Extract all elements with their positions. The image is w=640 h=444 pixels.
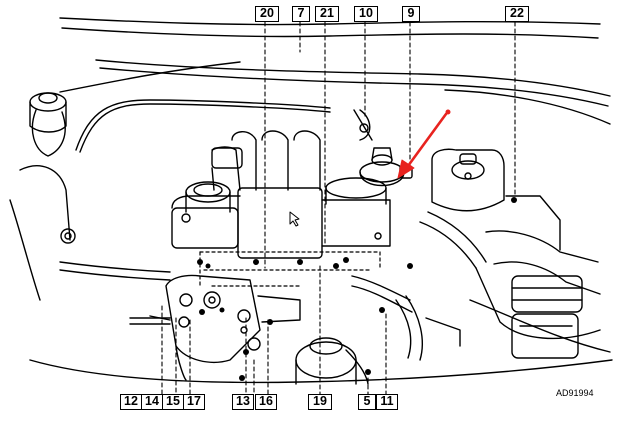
strut-tower	[9, 92, 76, 301]
callout-12: 12	[120, 394, 142, 410]
callout-14: 14	[141, 394, 163, 410]
injection-pump	[149, 274, 301, 381]
bodywork-lines	[29, 17, 613, 384]
callout-9: 9	[402, 6, 420, 22]
callout-11: 11	[376, 394, 398, 410]
connector-plugs	[197, 197, 517, 381]
callout-17: 17	[183, 394, 205, 410]
air-intake-hose	[419, 195, 601, 359]
wiring-loom	[199, 251, 381, 287]
intake-manifold	[211, 130, 321, 191]
callout-22: 22	[505, 6, 529, 22]
callout-21: 21	[315, 6, 339, 22]
engine-block	[171, 177, 391, 259]
callout-7: 7	[292, 6, 310, 22]
callout-13: 13	[232, 394, 254, 410]
figure-reference-code: AD91994	[556, 388, 594, 398]
cable-10	[353, 109, 373, 141]
callout-19: 19	[308, 394, 332, 410]
exhaust-pipes	[295, 275, 461, 385]
cursor-icon	[289, 211, 300, 227]
red-pointer-arrow	[397, 109, 451, 179]
fuel-line-left	[59, 99, 331, 325]
callout-5: 5	[358, 394, 376, 410]
callout-10: 10	[354, 6, 378, 22]
callout-15: 15	[162, 394, 184, 410]
coolant-reservoir	[431, 148, 505, 212]
callout-16: 16	[255, 394, 277, 410]
leader-lines	[161, 21, 516, 395]
callout-20: 20	[255, 6, 279, 22]
